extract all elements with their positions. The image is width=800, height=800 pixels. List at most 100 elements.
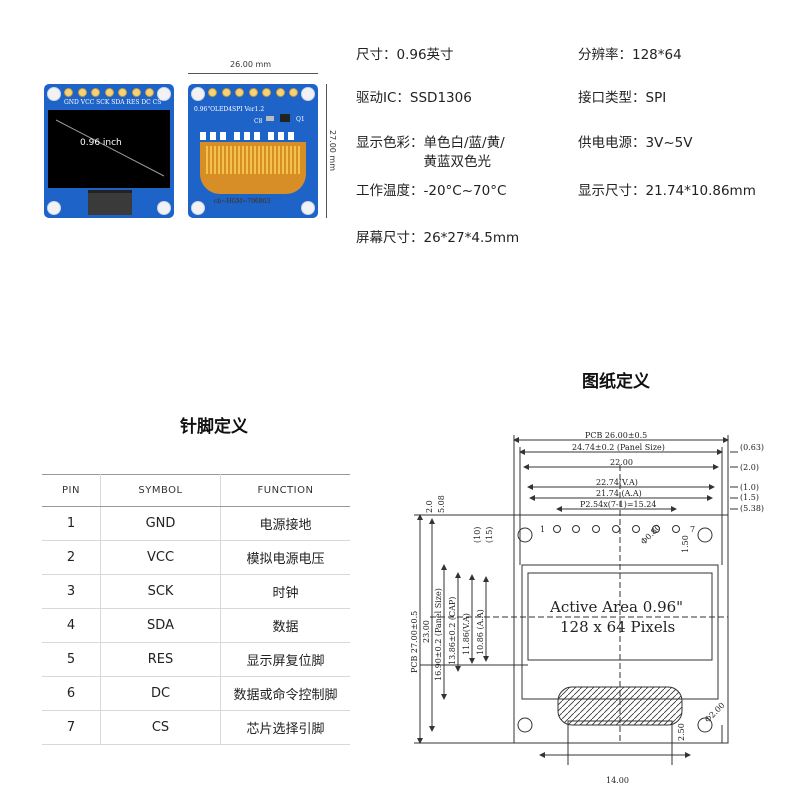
pin-number: 2 <box>42 540 101 575</box>
flex-traces <box>206 146 300 174</box>
header-pins <box>64 88 154 98</box>
column-header: FUNCTION <box>220 474 350 507</box>
header-pad <box>572 525 580 533</box>
pin-symbol: RES <box>100 642 221 677</box>
spec-interface: 接口类型：SPI <box>578 89 666 108</box>
spec-temperature: 工作温度：-20°C~70°C <box>356 182 506 201</box>
pin-number: 5 <box>42 642 101 677</box>
mount-hole <box>697 717 713 733</box>
drawing-section-title: 图纸定义 <box>582 372 650 392</box>
spec-label: 显示色彩： <box>356 135 424 151</box>
dim-pin-offset: 1.50 <box>681 535 690 553</box>
dim-pcb-height: PCB 27.00±0.5 <box>410 611 419 673</box>
dim-pcb-width: PCB 26.00±0.5 <box>585 431 647 440</box>
spec-display-size: 显示尺寸：21.74*10.86mm <box>578 182 756 201</box>
pad <box>288 132 294 140</box>
model-silkscreen: 0.96"OLED4SPI Ver1.2 <box>194 106 265 113</box>
mount-hole <box>301 87 315 101</box>
component <box>266 116 274 121</box>
q1-label: Q1 <box>296 116 305 123</box>
dim-250: 2.50 <box>677 723 686 741</box>
spec-value: SPI <box>645 90 667 106</box>
width-dimension: 26.00 mm <box>230 60 272 69</box>
header-pad <box>632 525 640 533</box>
dim-1086: 10.86 (A.A) <box>476 609 485 655</box>
pin-symbol: VCC <box>100 540 221 575</box>
active-area-title: Active Area 0.96" <box>549 598 683 616</box>
spec-value-line: 黄蓝双色光 <box>423 154 492 170</box>
dim-l10: (10) <box>473 527 482 543</box>
pad <box>200 132 206 140</box>
screen-size-label: 0.96 inch <box>80 138 122 148</box>
mount-hole <box>47 87 61 101</box>
dim-538: (5.38) <box>740 504 764 513</box>
spec-color: 显示色彩：单色白/蓝/黄/黄蓝双色光 <box>356 134 505 172</box>
dim-1386: 13.86±0.2 (CAP) <box>448 597 457 665</box>
pins-section-title: 针脚定义 <box>180 417 248 437</box>
pin-symbol: DC <box>100 676 221 711</box>
spec-label: 分辨率： <box>578 47 632 63</box>
spec-label: 显示尺寸： <box>578 183 646 199</box>
pin-symbol: CS <box>100 710 221 745</box>
pin-number: 4 <box>42 608 101 643</box>
dim-1690: 16.90±0.2 (Panel Size) <box>434 588 443 681</box>
spec-value: 26*27*4.5mm <box>423 230 520 246</box>
mechanical-drawing: PCB 26.00±0.5 24.74±0.2 (Panel Size) 22.… <box>410 431 764 785</box>
spec-label: 供电电源： <box>578 135 646 151</box>
header-pad <box>553 525 561 533</box>
mount-hole <box>301 201 315 215</box>
spec-value-line: 单色白/蓝/黄/ <box>423 135 505 151</box>
mount-hole <box>191 201 205 215</box>
spec-value: -20°C~70°C <box>423 183 507 199</box>
dim-1: (1.0) <box>740 483 759 492</box>
pin-7-label: 7 <box>690 525 695 534</box>
pin-number: 1 <box>42 506 101 541</box>
mount-hole <box>517 527 533 543</box>
dim-22: 22.00 <box>610 458 633 467</box>
spec-size: 尺寸：0.96英寸 <box>356 46 454 65</box>
mount-hole <box>157 201 171 215</box>
dim-pin-diameter: Φ0.80 <box>639 523 663 547</box>
spec-screen-size: 屏幕尺寸：26*27*4.5mm <box>356 229 519 248</box>
spec-value: 单色白/蓝/黄/黄蓝双色光 <box>424 134 505 172</box>
dim-va-width: 22.74(V.A) <box>596 478 638 487</box>
pin-number: 6 <box>42 676 101 711</box>
mount-hole <box>191 87 205 101</box>
header-pad <box>672 525 680 533</box>
spec-label: 接口类型： <box>578 90 646 106</box>
flex-ribbon <box>88 190 132 215</box>
pad <box>278 132 284 140</box>
pin-symbol: SDA <box>100 608 221 643</box>
column-header: PIN <box>42 474 101 507</box>
pin-function: 电源接地 <box>220 506 350 541</box>
pad <box>234 132 240 140</box>
dim-panel-size: 24.74±0.2 (Panel Size) <box>572 443 665 452</box>
pin-symbol: GND <box>100 506 221 541</box>
header-pad <box>652 525 660 533</box>
flex-code: cb~HGM~706803 <box>214 198 271 205</box>
height-dimension: 27.00 mm <box>328 129 338 172</box>
active-area-pixels: 128 x 64 Pixels <box>560 618 675 636</box>
spec-label: 驱动IC： <box>356 90 410 106</box>
column-header: SYMBOL <box>100 474 221 507</box>
pin-1-label: 1 <box>540 525 545 534</box>
spec-resolution: 分辨率：128*64 <box>578 46 682 65</box>
pad <box>268 132 274 140</box>
header-pad <box>592 525 600 533</box>
spec-power: 供电电源：3V~5V <box>578 134 692 153</box>
dim-1400: 14.00 <box>606 776 629 785</box>
width-dimension-line <box>188 73 318 74</box>
dim-pitch: P2.54x(7-1)=15.24 <box>580 500 656 509</box>
header-pins <box>208 88 298 98</box>
pin-function: 数据 <box>220 608 350 643</box>
spec-driver: 驱动IC：SSD1306 <box>356 89 472 108</box>
dim-l20: 2.0 <box>425 500 434 513</box>
mount-hole <box>47 201 61 215</box>
